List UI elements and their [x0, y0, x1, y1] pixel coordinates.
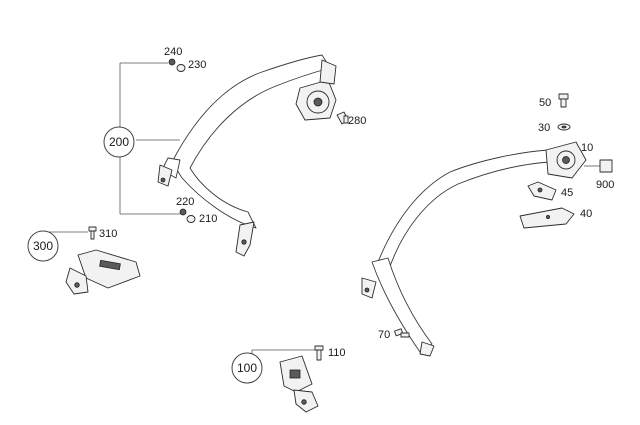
part-10-retractor: 10 — [545, 141, 593, 179]
part-110-bolt: 110 — [314, 345, 346, 361]
part-280-bolt: 280 — [336, 111, 366, 127]
left-belt-assembly — [157, 54, 337, 257]
rear-seat-buckle — [65, 249, 141, 295]
label-40: 40 — [580, 208, 592, 220]
part-240-nut: 240 — [164, 46, 182, 66]
callout-100: 100 — [231, 352, 263, 384]
label-100: 100 — [237, 361, 257, 375]
part-220-nut: 220 — [176, 196, 194, 216]
right-belt-webbing — [377, 149, 551, 273]
part-50-bolt: 50 — [539, 93, 569, 109]
callout-200: 200 — [103, 126, 135, 158]
label-300: 300 — [33, 239, 53, 253]
label-240: 240 — [164, 46, 182, 58]
part-70-bolt: 70 — [378, 328, 410, 341]
part-900-connector: 900 — [584, 159, 614, 191]
left-belt-webbing — [171, 54, 331, 229]
label-230: 230 — [188, 59, 206, 71]
label-110: 110 — [328, 347, 346, 359]
label-200: 200 — [109, 135, 129, 149]
label-210: 210 — [199, 213, 217, 225]
front-seat-buckle — [279, 355, 319, 413]
label-50: 50 — [539, 97, 551, 109]
label-10: 10 — [581, 142, 593, 154]
part-230-washer: 230 — [176, 59, 206, 72]
left-lower-anchor — [235, 221, 255, 257]
callout-100-bracket — [251, 349, 318, 356]
label-30: 30 — [538, 122, 550, 134]
label-220: 220 — [176, 196, 194, 208]
part-30-washer: 30 — [538, 122, 571, 134]
label-70: 70 — [378, 329, 390, 341]
part-210-washer: 210 — [186, 213, 217, 225]
callout-300: 300 — [27, 230, 88, 262]
label-900: 900 — [596, 179, 614, 191]
part-310-bolt: 310 — [88, 226, 117, 240]
right-belt-assembly — [361, 149, 551, 357]
part-40-rail: 40 — [519, 207, 592, 229]
label-45: 45 — [561, 187, 573, 199]
label-280: 280 — [348, 115, 366, 127]
left-retractor — [295, 59, 337, 121]
label-310: 310 — [99, 228, 117, 240]
part-45-adjuster: 45 — [527, 181, 573, 201]
